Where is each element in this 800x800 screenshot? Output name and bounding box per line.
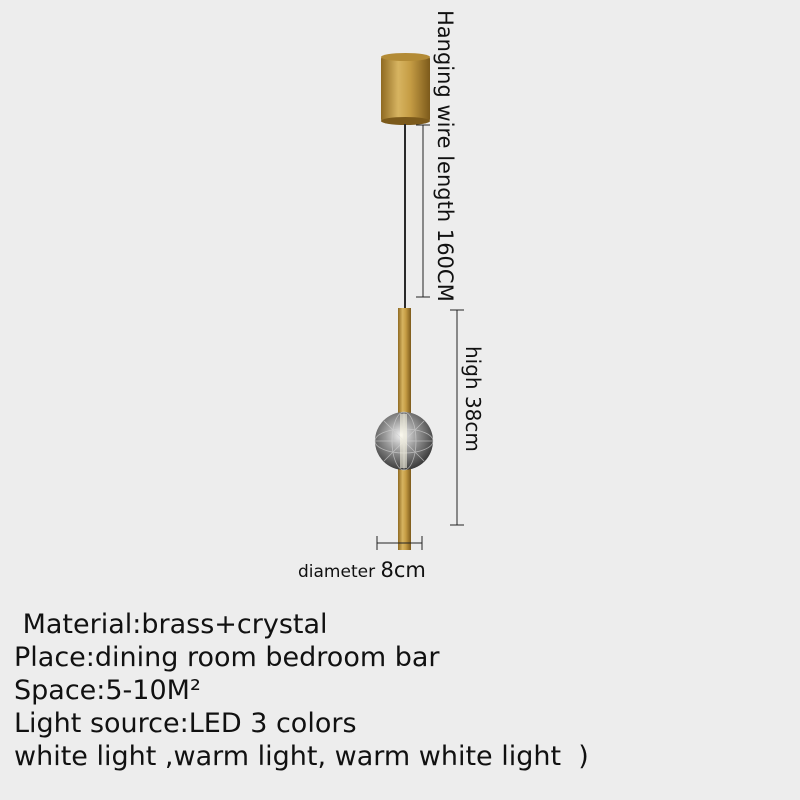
brass-rod <box>398 308 411 550</box>
height-label: high 38cm <box>461 346 485 452</box>
ceiling-canopy <box>381 53 430 125</box>
wire-length-label: Hanging wire length 160CM <box>433 10 457 302</box>
spec-place: Place:dining room bedroom bar <box>14 642 440 673</box>
diameter-word: diameter <box>298 562 381 582</box>
crystal-ball <box>374 411 434 471</box>
spec-light-source: Light source:LED 3 colors <box>14 708 357 739</box>
height-dimension <box>450 309 464 526</box>
spec-material: Material:brass+crystal <box>14 609 328 640</box>
spec-space: Space:5-10M² <box>14 675 201 706</box>
spec-light-colors: white light ,warm light, warm white ligh… <box>14 741 589 772</box>
wire-length-dimension <box>416 124 430 298</box>
diameter-value: 8cm <box>380 558 426 582</box>
diameter-dimension <box>376 536 423 550</box>
spec-list: Material:brass+crystal Place:dining room… <box>14 608 589 773</box>
diameter-label: diameter 8cm <box>298 558 426 582</box>
